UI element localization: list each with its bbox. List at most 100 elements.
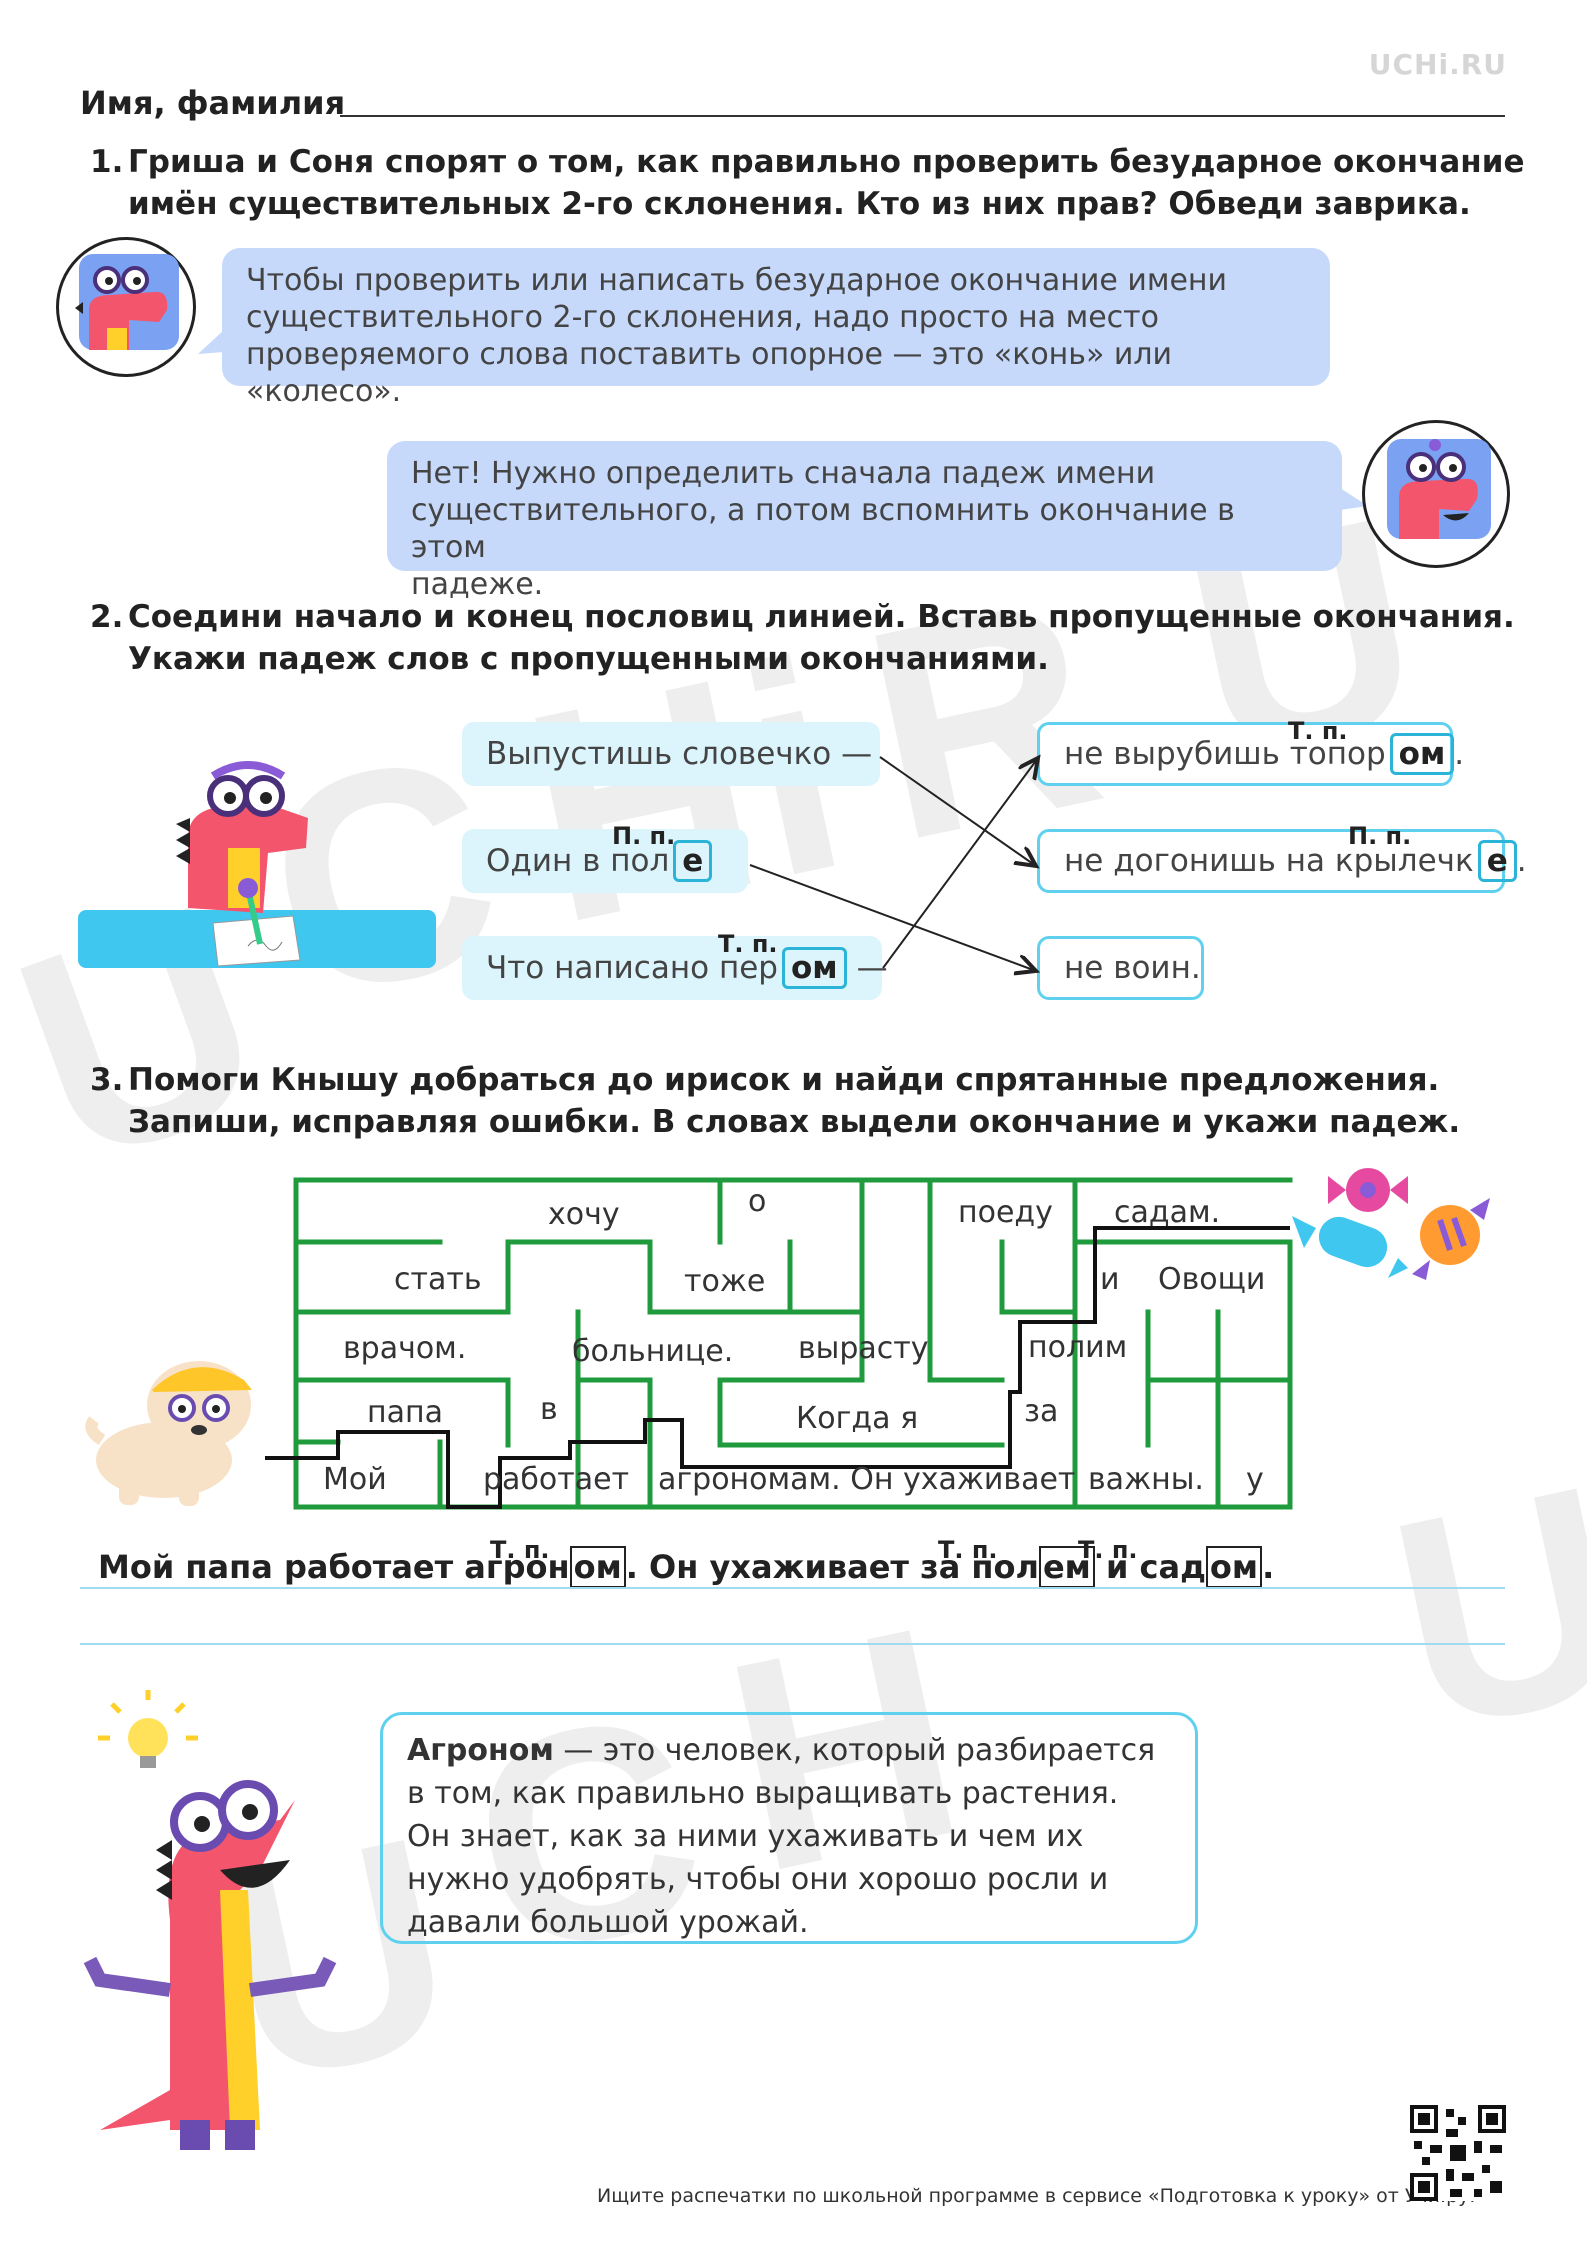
bubble-sonya-line2: существительного, а потом вспомнить окон… <box>411 493 1235 565</box>
ending-box[interactable]: ем <box>1038 1546 1095 1588</box>
task2-instructions: 2. Соедини начало и конец пословиц линие… <box>90 596 1528 680</box>
dino-avatar-icon <box>1387 439 1491 539</box>
case-label: П. п. <box>1348 822 1412 850</box>
maze-word: за <box>1024 1394 1059 1429</box>
task1-number: 1. <box>90 144 124 180</box>
maze-word: Мой <box>323 1462 387 1497</box>
proverb-start-2-text: Один в пол <box>486 843 670 879</box>
maze-word: Овощи <box>1158 1262 1266 1297</box>
answer-part: и сад <box>1094 1548 1206 1586</box>
dog-knysh-illustration <box>85 1361 252 1506</box>
maze-word: Когда я <box>796 1401 919 1436</box>
task2-line1: Соедини начало и конец пословиц линией. … <box>128 599 1515 635</box>
bubble-tail-icon <box>198 330 224 354</box>
avatar-grisha[interactable] <box>56 237 196 377</box>
line-3-1 <box>882 758 1038 969</box>
task3-instructions: 3. Помоги Кнышу добраться до ирисок и на… <box>90 1059 1528 1143</box>
bubble-tail-icon <box>1340 488 1368 510</box>
ending-box[interactable]: е <box>673 840 713 882</box>
case-label: Т. п. <box>1078 1536 1138 1564</box>
task1-line1: Гриша и Соня спорят о том, как правильно… <box>128 144 1525 180</box>
proverb-end-3-text: не воин. <box>1064 950 1201 986</box>
bubble-grisha-line2: существительного 2-го склонения, надо пр… <box>246 300 1159 335</box>
task3-number: 3. <box>90 1062 124 1098</box>
maze[interactable] <box>0 0 1587 1560</box>
candies-icon <box>1292 1168 1490 1280</box>
proverb-start-2[interactable]: Один в пол е <box>462 829 748 893</box>
maze-word: агрономам. Он ухаживает <box>658 1462 1076 1497</box>
answer-part: . <box>1262 1548 1275 1586</box>
maze-word: больнице. <box>572 1334 734 1369</box>
ending-box[interactable]: е <box>1477 840 1517 882</box>
ending-box[interactable]: ом <box>1389 733 1455 775</box>
proverb-end-2-text: не догонишь на крылечк <box>1064 843 1474 879</box>
dino-drawing-illustration <box>78 761 436 968</box>
maze-word: вырасту <box>798 1331 929 1366</box>
answer-line-2[interactable] <box>80 1643 1505 1645</box>
answer-part: . Он ухаживает за пол <box>625 1548 1039 1586</box>
info-term: Агроном <box>407 1733 554 1768</box>
maze-word: работает <box>483 1462 630 1497</box>
period: . <box>1454 736 1465 772</box>
solution-path <box>265 1226 1290 1509</box>
line-1-2 <box>879 756 1036 866</box>
dino-avatar-icon <box>75 254 179 350</box>
agronom-info-box: Агроном — это человек, который разбирает… <box>380 1712 1198 1944</box>
period: . <box>1516 843 1527 879</box>
maze-word: важны. <box>1088 1462 1204 1497</box>
bubble-grisha: Чтобы проверить или написать безударное … <box>222 248 1330 409</box>
info-text: — это человек, который разбирается в том… <box>407 1733 1156 1940</box>
proverb-start-3[interactable]: Что написано пер ом — <box>462 936 888 1000</box>
bubble-grisha-line3: проверяемого слова поставить опорное — э… <box>246 337 1173 409</box>
case-label: Т. п. <box>490 1536 550 1564</box>
proverb-end-1[interactable]: не вырубишь топор ом . <box>1037 722 1464 786</box>
dash: — <box>856 950 888 986</box>
answer-line-1[interactable] <box>80 1587 1505 1589</box>
case-label: Т. п. <box>1288 717 1348 745</box>
proverb-end-1-text: не вырубишь топор <box>1064 736 1386 772</box>
answer-part: Мой папа работает агрон <box>98 1548 570 1586</box>
uchi-logo: UCHi.RU <box>1368 48 1507 81</box>
case-label: П. п. <box>612 822 676 850</box>
proverb-start-1[interactable]: Выпустишь словечко — <box>462 722 880 786</box>
task2-number: 2. <box>90 599 124 635</box>
avatar-sonya[interactable] <box>1362 420 1510 568</box>
ending-box[interactable]: ом <box>1205 1546 1263 1588</box>
qr-code-icon[interactable] <box>1410 2105 1506 2201</box>
bubble-sonya-line1: Нет! Нужно определить сначала падеж имен… <box>411 456 1156 491</box>
task2-line2: Укажи падеж слов с пропущенными окончани… <box>128 641 1049 677</box>
maze-word: врачом. <box>343 1331 467 1366</box>
proverb-start-3-text: Что написано пер <box>486 950 778 986</box>
proverb-end-2[interactable]: не догонишь на крылечк е . <box>1037 829 1527 893</box>
connection-lines <box>749 0 1587 1100</box>
maze-word: и <box>1100 1262 1120 1297</box>
ending-box[interactable]: ом <box>781 947 847 989</box>
maze-word: полим <box>1028 1330 1128 1365</box>
line-2-3 <box>749 864 1036 971</box>
bubble-grisha-line1: Чтобы проверить или написать безударное … <box>246 263 1228 298</box>
maze-word: хочу <box>548 1197 620 1232</box>
name-label: Имя, фамилия <box>80 84 346 122</box>
ending-box[interactable]: ом <box>569 1546 626 1588</box>
task3-line1: Помоги Кнышу добраться до ирисок и найди… <box>128 1062 1440 1098</box>
maze-word: папа <box>367 1395 443 1430</box>
task3-line2: Запиши, исправляя ошибки. В словах выдел… <box>128 1104 1461 1140</box>
maze-word: о <box>748 1184 767 1219</box>
dino-idea-illustration <box>83 1690 337 2150</box>
maze-word: тоже <box>684 1264 766 1299</box>
maze-word: садам. <box>1114 1195 1221 1230</box>
maze-word: в <box>540 1392 558 1427</box>
name-field[interactable] <box>340 115 1505 117</box>
maze-word: у <box>1246 1462 1264 1497</box>
case-label: Т. п. <box>938 1536 998 1564</box>
case-label: Т. п. <box>718 930 778 958</box>
bubble-sonya: Нет! Нужно определить сначала падеж имен… <box>387 441 1342 602</box>
maze-word: поеду <box>958 1195 1053 1230</box>
maze-word: стать <box>394 1262 482 1297</box>
footer-text: Ищите распечатки по школьной программе в… <box>597 2185 1476 2207</box>
task1-instructions: 1. Гриша и Соня спорят о том, как правил… <box>90 141 1528 225</box>
task1-line2: имён существительных 2-го склонения. Кто… <box>128 186 1471 222</box>
proverb-start-1-text: Выпустишь словечко — <box>486 736 873 772</box>
bubble-sonya-line3: падеже. <box>411 567 544 602</box>
